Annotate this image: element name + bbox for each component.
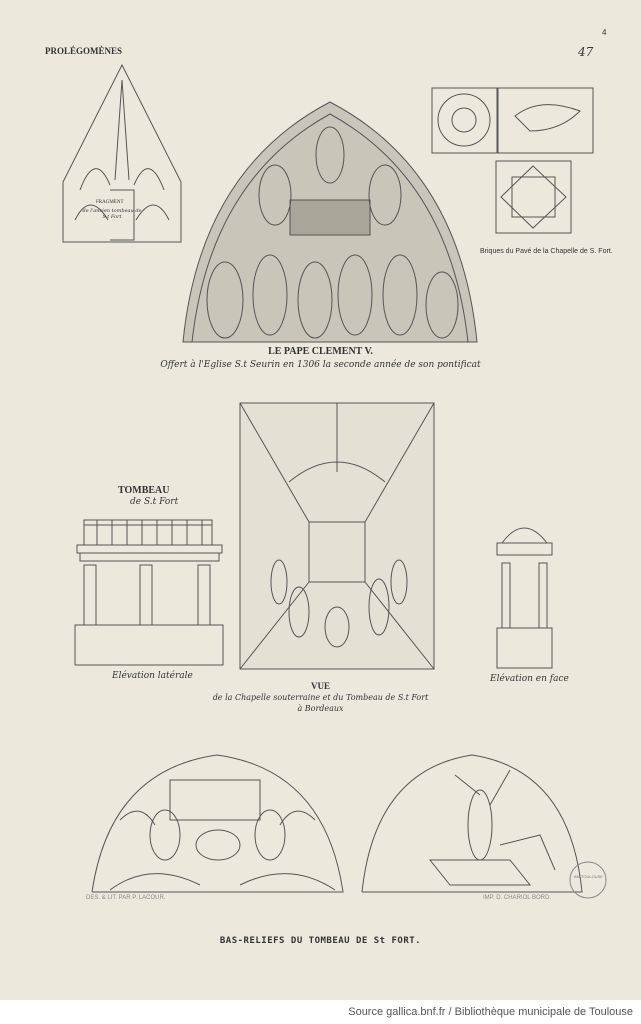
bricks-caption: Briques du Pavé de la Chapelle de S. For… [480, 248, 613, 255]
fronton-title: FRAGMENT [96, 200, 124, 205]
library-stamp [569, 861, 607, 899]
side-elevation-caption: Elévation latérale [112, 671, 193, 681]
tomb-subtitle: de S.t Fort [130, 497, 179, 507]
bas-relief-angels [91, 754, 344, 893]
corner-mark: 4 [602, 28, 607, 37]
credit-left: DES. & LIT. PAR P. LACOUR. [86, 895, 166, 901]
view-line2: à Bordeaux [297, 704, 344, 713]
stamp-text: BM TOULOUSE [574, 874, 603, 879]
bas-relief-resurrection [361, 754, 583, 893]
source-attribution: Source gallica.bnf.fr / Bibliothèque mun… [348, 1006, 633, 1018]
tomb-front-elevation [496, 527, 553, 669]
tympanum-title: LE PAPE CLEMENT V. [268, 346, 373, 357]
view-title: VUE [310, 681, 330, 691]
tomb-side-elevation [74, 519, 224, 666]
tympanum-relief [182, 101, 478, 343]
page-number: 47 [578, 45, 594, 59]
footer-title: BAS-RELIEFS DU TOMBEAU DE St FORT. [219, 936, 422, 946]
view-line1: de la Chapelle souterraine et du Tombeau… [212, 693, 429, 702]
tomb-title: TOMBEAU [118, 485, 170, 496]
credit-right: IMP. D. CHARIOL BORD. [483, 895, 552, 901]
front-elevation-caption: Elévation en face [490, 674, 569, 684]
fronton-drawing [62, 63, 182, 243]
tympanum-subtitle: Offert à l'Eglise S.t Seurin en 1306 la … [160, 360, 481, 370]
bricks-drawing [431, 87, 594, 234]
chapel-view [239, 402, 435, 670]
section-header: PROLÉGOMÈNES [45, 46, 123, 56]
engraving-plate: PROLÉGOMÈNES 4 47 FRAGMENT de l'ancien t… [0, 0, 641, 1000]
fronton-text: de l'ancien tombeau de S.t Fort [82, 208, 142, 220]
